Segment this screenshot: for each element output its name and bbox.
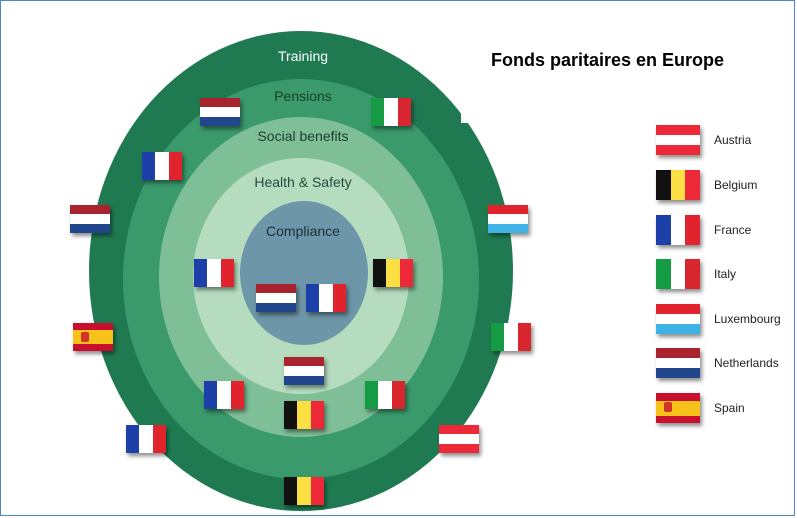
flag-netherlands-icon — [70, 205, 110, 233]
flag-italy-icon — [656, 259, 701, 289]
flag-netherlands-icon — [256, 284, 296, 312]
diagram-title: Fonds paritaires en Europe — [491, 50, 725, 70]
flag-france-icon — [656, 215, 701, 245]
flag-belgium-icon — [284, 401, 324, 429]
flag-france-icon — [142, 152, 182, 180]
flag-luxembourg-icon — [656, 304, 700, 334]
legend-item-luxembourg: Luxembourg — [656, 302, 781, 336]
legend-item-italy: Italy — [656, 257, 736, 291]
legend-label: Austria — [714, 133, 752, 147]
legend-item-netherlands: Netherlands — [656, 346, 779, 380]
legend-item-austria: Austria — [656, 123, 751, 157]
flag-netherlands-icon — [656, 348, 700, 378]
flag-italy-icon — [365, 381, 405, 409]
legend-label: Luxembourg — [714, 312, 781, 326]
legend-item-spain: Spain — [656, 391, 745, 425]
label-mask — [461, 83, 501, 123]
flag-belgium-icon — [656, 170, 701, 200]
legend-item-belgium: Belgium — [656, 168, 757, 202]
flag-spain-icon — [656, 393, 700, 423]
flag-austria-icon — [656, 125, 700, 155]
legend-label: Italy — [714, 267, 737, 281]
flag-netherlands-icon — [284, 357, 324, 385]
ring-label-social-benefits: Social benefits — [257, 128, 349, 144]
flag-france-icon — [126, 425, 166, 453]
flag-france-icon — [194, 259, 234, 287]
flag-france-icon — [204, 381, 244, 409]
legend-label: France — [714, 223, 752, 237]
legend-item-france: France — [656, 213, 751, 247]
ring-label-pensions: Pensions — [274, 88, 332, 104]
flag-austria-icon — [439, 425, 479, 453]
flag-france-icon — [306, 284, 346, 312]
flag-spain-icon — [73, 323, 113, 351]
legend-label: Spain — [714, 401, 745, 415]
legend-label: Netherlands — [714, 356, 779, 370]
legend-label: Belgium — [714, 178, 758, 192]
flag-belgium-icon — [373, 259, 413, 287]
ring-label-training: Training — [277, 48, 329, 64]
ring-label-health-safety: Health & Safety — [254, 174, 352, 190]
ring-label-compliance: Compliance — [266, 223, 340, 239]
flag-italy-icon — [371, 98, 411, 126]
flag-italy-icon — [491, 323, 531, 351]
flag-netherlands-icon — [200, 98, 240, 126]
flag-luxembourg-icon — [488, 205, 528, 233]
flag-belgium-icon — [284, 477, 324, 505]
